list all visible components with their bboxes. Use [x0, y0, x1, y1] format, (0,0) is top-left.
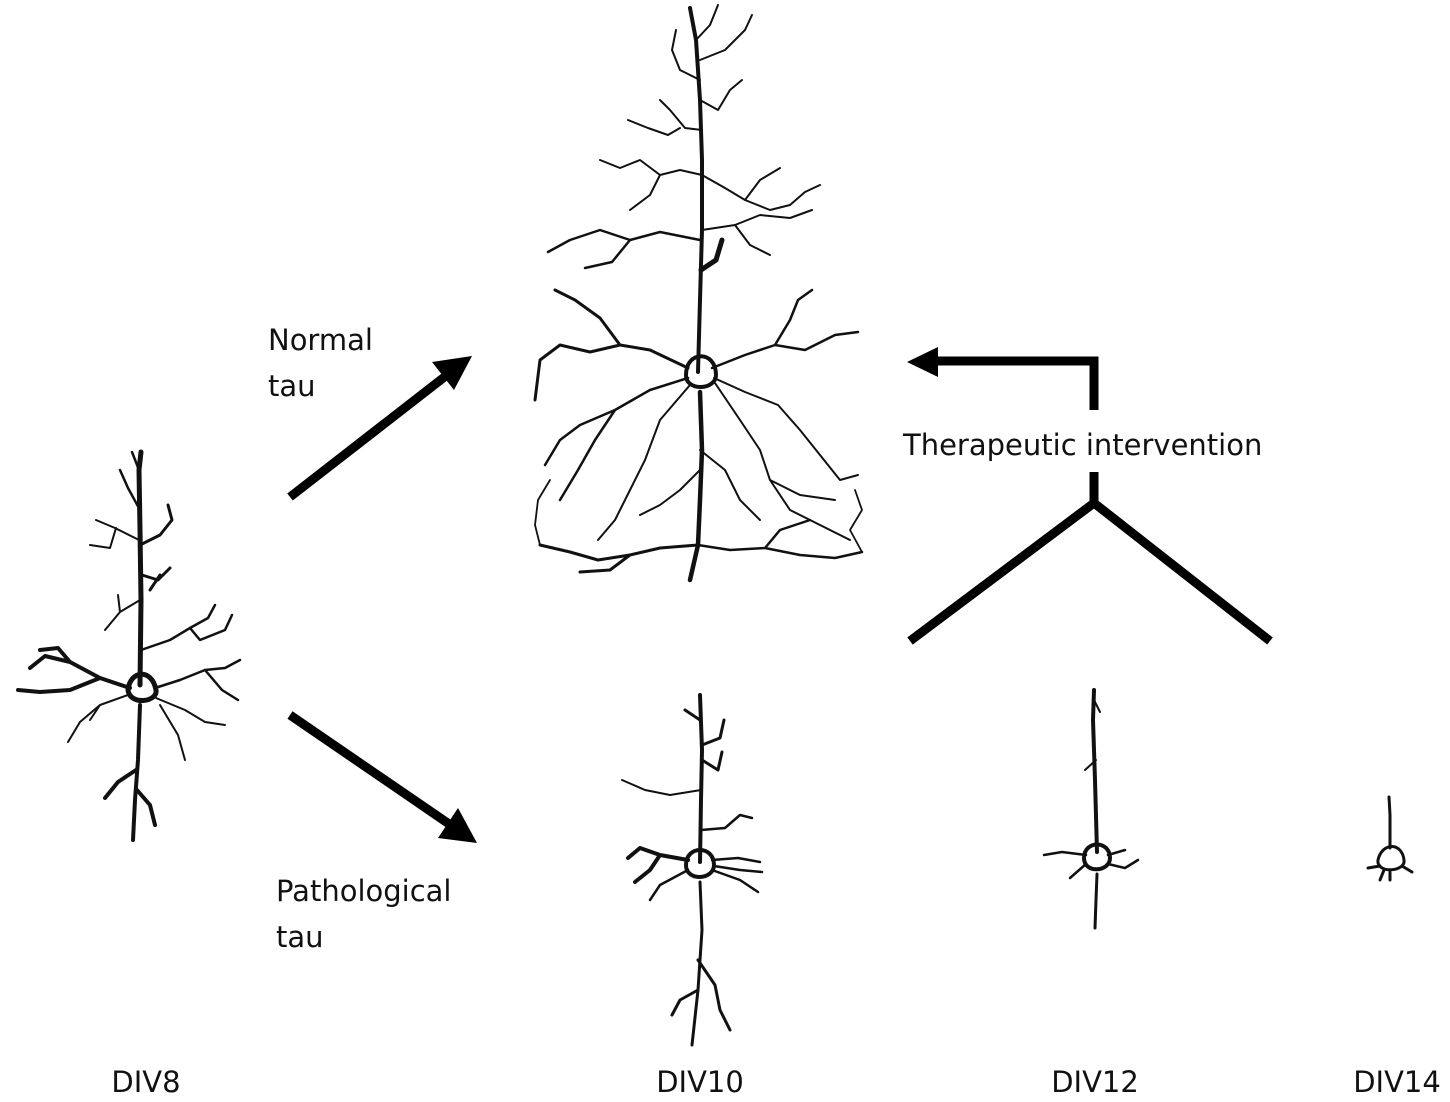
div12-label: DIV12 [1051, 1065, 1139, 1099]
pathological-tau-label-line1: Pathological [276, 874, 452, 908]
normal-tau-label-line1: Normal [268, 323, 373, 357]
normal-tau-label-line2: tau [268, 369, 316, 403]
neuron-div12 [1042, 688, 1140, 930]
neuron-div14 [1366, 795, 1414, 882]
pathological-tau-label-line2: tau [276, 920, 324, 954]
arrow-pathological-tau [287, 711, 477, 843]
div8-label: DIV8 [111, 1065, 180, 1099]
neuron-div10-normal [533, 4, 864, 583]
branch-connector [907, 472, 1273, 645]
therapeutic-intervention-label: Therapeutic intervention [902, 428, 1262, 462]
arrow-therapeutic-intervention [907, 347, 1099, 410]
neuron-div10-pathological [621, 693, 764, 1047]
neuron-div8 [16, 449, 242, 842]
div10-label: DIV10 [656, 1065, 744, 1099]
arrow-normal-tau [287, 356, 472, 501]
div14-label: DIV14 [1353, 1065, 1441, 1099]
